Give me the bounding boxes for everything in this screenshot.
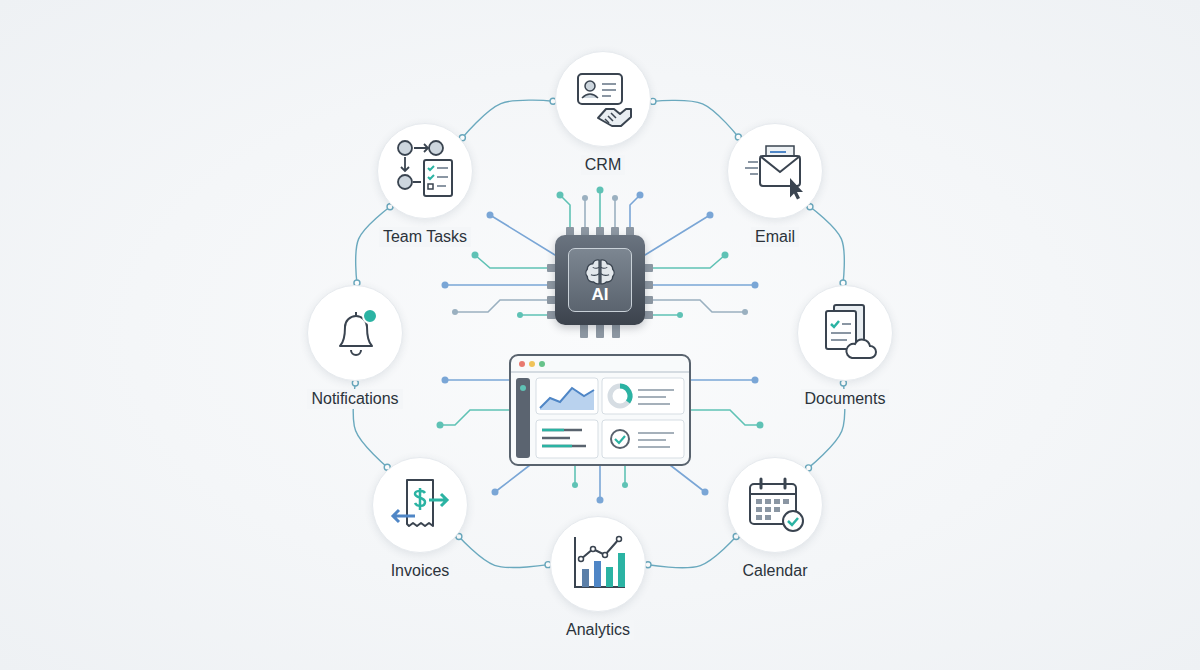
- icon: [567, 531, 631, 595]
- crm-node: CRM: [528, 51, 678, 175]
- ring-connector: [459, 536, 548, 567]
- connector-group: [456, 533, 551, 567]
- connector-group: [807, 204, 846, 286]
- icon-circle: [550, 516, 646, 612]
- node-label: Invoices: [387, 561, 454, 581]
- icon: [572, 66, 636, 130]
- ring-connector: [810, 207, 844, 283]
- trace-dots: [437, 187, 764, 504]
- invoices-node: Invoices: [345, 457, 495, 581]
- circuit-traces: [440, 190, 760, 500]
- ring-connector: [462, 100, 553, 138]
- icon-circle: [555, 51, 651, 147]
- icon: [394, 138, 458, 202]
- documents-node: Documents: [770, 285, 920, 409]
- chip-pins: [547, 227, 653, 338]
- calendar-node: Calendar: [700, 457, 850, 581]
- icon: [744, 472, 808, 536]
- icon-circle: [307, 285, 403, 381]
- node-label: Email: [751, 227, 799, 247]
- node-label: CRM: [581, 155, 625, 175]
- connector-group: [459, 98, 556, 141]
- icon-circle: [372, 457, 468, 553]
- icon: [814, 300, 878, 364]
- chip-core: AI: [568, 248, 632, 312]
- analytics-node: Analytics: [523, 516, 673, 640]
- email-node: Email: [700, 123, 850, 247]
- icon: [324, 300, 388, 364]
- dashboard-window: [510, 355, 690, 465]
- icon: [389, 472, 453, 536]
- connector-group: [645, 533, 739, 567]
- ring-connector: [653, 100, 738, 137]
- node-label: Notifications: [307, 389, 402, 409]
- node-label: Analytics: [562, 620, 634, 640]
- node-label: Team Tasks: [379, 227, 471, 247]
- team-tasks-node: Team Tasks: [350, 123, 500, 247]
- ai-chip: AI: [555, 235, 645, 325]
- node-label: Calendar: [739, 561, 812, 581]
- icon: [744, 138, 808, 202]
- connector-group: [650, 98, 741, 140]
- icon-circle: [727, 457, 823, 553]
- notifications-node: Notifications: [280, 285, 430, 409]
- node-label: Documents: [801, 389, 890, 409]
- chip-label: AI: [592, 286, 609, 304]
- icon-circle: [377, 123, 473, 219]
- icon-circle: [797, 285, 893, 381]
- icon-circle: [727, 123, 823, 219]
- ring-connector: [648, 536, 736, 567]
